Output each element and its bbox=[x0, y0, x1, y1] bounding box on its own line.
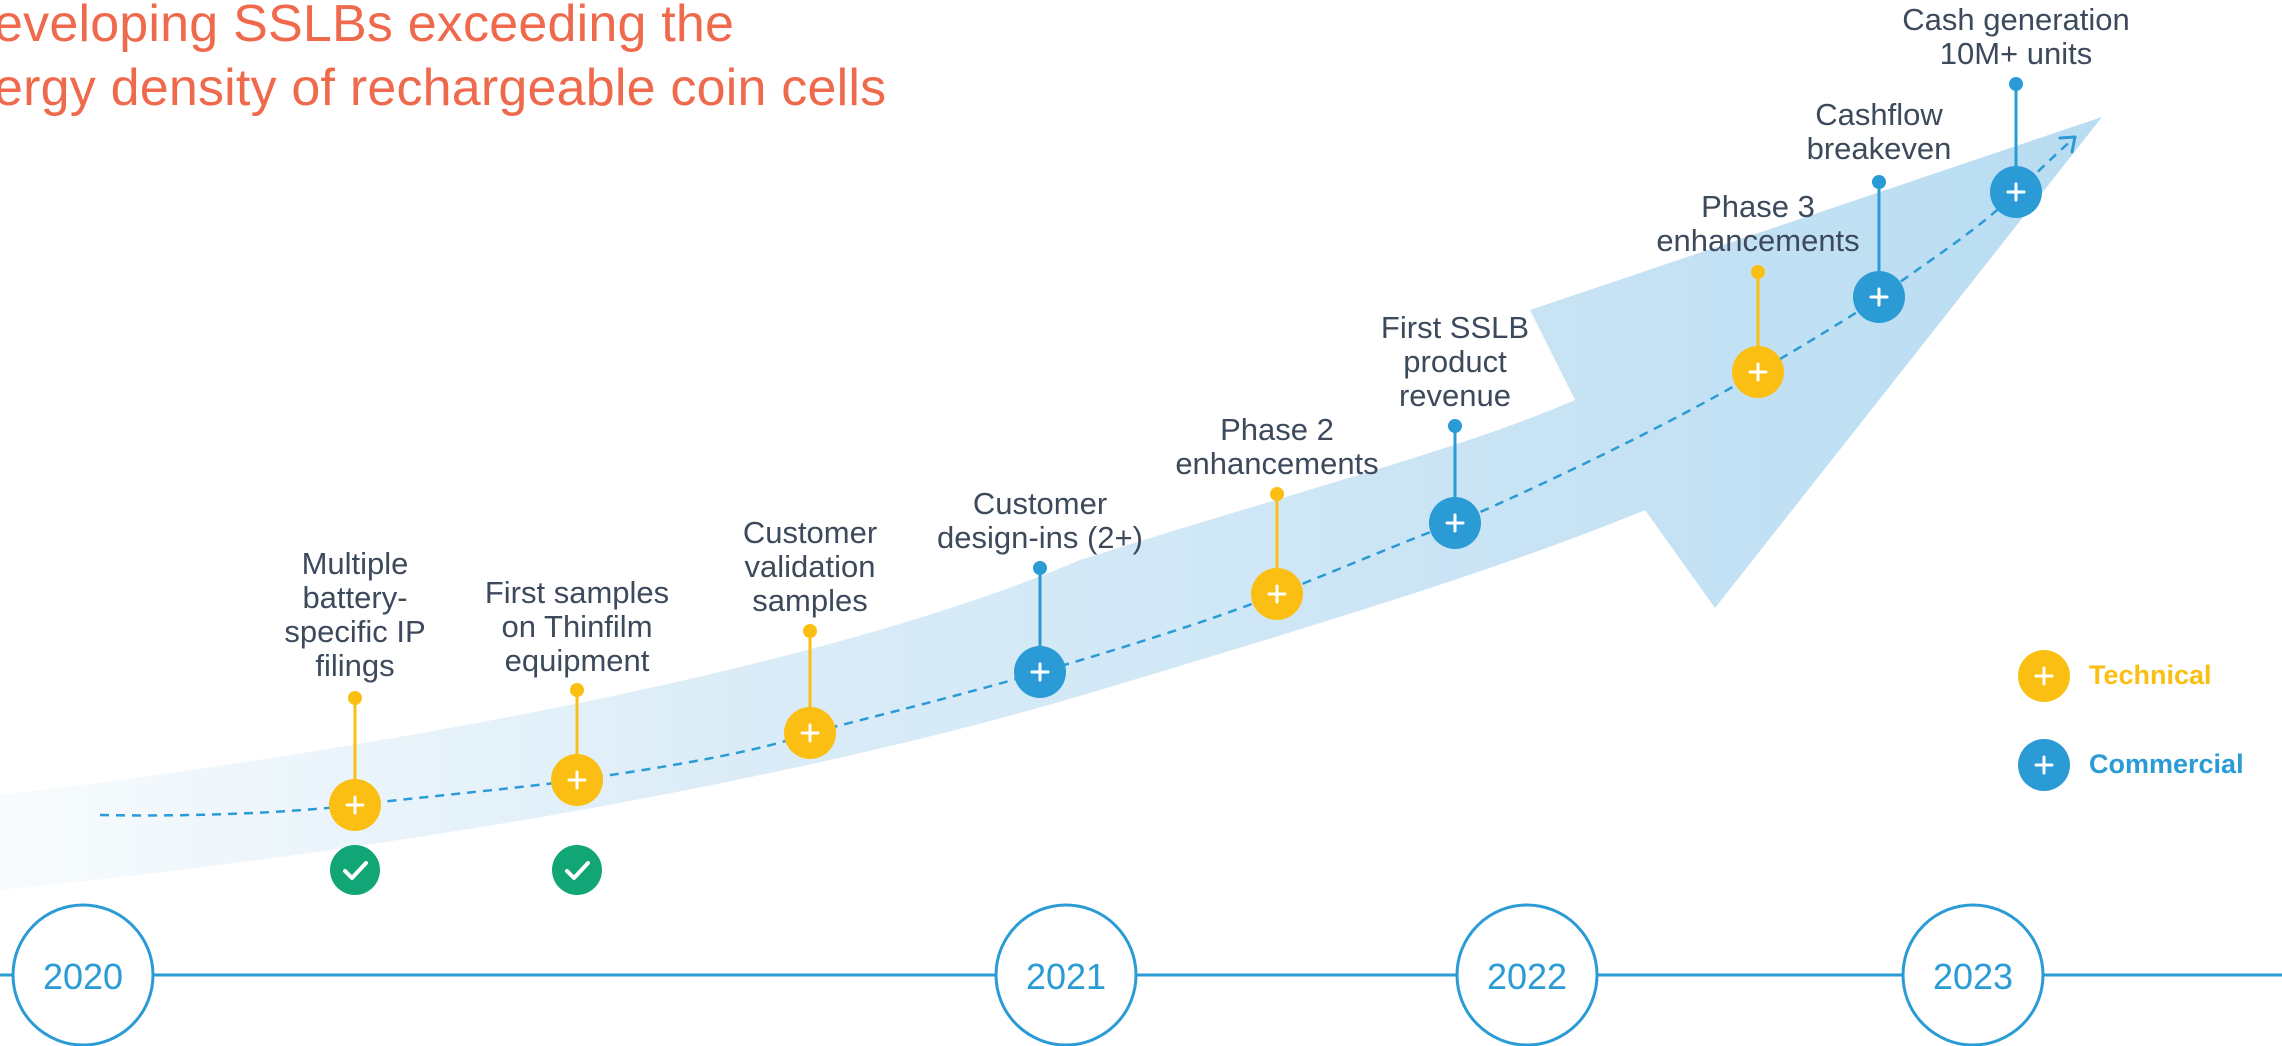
plus-icon bbox=[345, 795, 365, 815]
year-marker-circle bbox=[11, 903, 155, 1046]
technical-milestone-marker bbox=[1251, 568, 1303, 620]
year-label: 2020 bbox=[42, 956, 124, 997]
milestone-label-line: equipment bbox=[504, 643, 650, 678]
plus-icon bbox=[1267, 584, 1287, 604]
technical-milestone-marker bbox=[329, 779, 381, 831]
milestone-stem-dot bbox=[1751, 265, 1765, 279]
year-marker-circle bbox=[994, 903, 1138, 1046]
milestone-label-line: validation bbox=[744, 549, 876, 584]
legend-label-commercial: Commercial bbox=[2089, 749, 2244, 779]
check-circle bbox=[552, 845, 602, 895]
plus-icon bbox=[800, 723, 820, 743]
check-icon bbox=[343, 861, 368, 880]
milestone-label-line: Phase 2 bbox=[1220, 412, 1334, 447]
milestone-stem-dot bbox=[1270, 487, 1284, 501]
plus-icon bbox=[1869, 287, 1889, 307]
plus-icon bbox=[2034, 755, 2054, 775]
milestone-label-line: First SSLB bbox=[1380, 310, 1530, 345]
milestone-label-line: on Thinfilm bbox=[501, 609, 653, 644]
legend-label-technical: Technical bbox=[2089, 660, 2212, 690]
completed-check-badge bbox=[330, 845, 380, 895]
technical-milestone-marker bbox=[1732, 346, 1784, 398]
milestone-stem-dot bbox=[1033, 561, 1047, 575]
milestone-label-line: breakeven bbox=[1806, 131, 1952, 166]
year-marker-circle bbox=[1455, 903, 1599, 1046]
page-title-line-2: ergy density of rechargeable coin cells bbox=[0, 59, 887, 117]
technical-milestone-marker bbox=[784, 707, 836, 759]
check-icon bbox=[565, 861, 590, 880]
plus-icon bbox=[2006, 182, 2026, 202]
milestone-label-line: revenue bbox=[1398, 378, 1512, 413]
plus-icon bbox=[567, 770, 587, 790]
milestone-stem-dot bbox=[2009, 77, 2023, 91]
milestone-label-line: enhancements bbox=[1656, 223, 1860, 258]
commercial-milestone-marker bbox=[1014, 646, 1066, 698]
milestone-label-line: filings bbox=[315, 648, 395, 683]
milestone-label-line: specific IP bbox=[284, 614, 426, 649]
plus-icon bbox=[1748, 362, 1768, 382]
growth-arrow bbox=[0, 117, 2102, 890]
legend-commercial-swatch bbox=[2018, 739, 2070, 791]
page-title-line-1: eveloping SSLBs exceeding the bbox=[0, 0, 735, 53]
milestone-label-line: enhancements bbox=[1175, 446, 1379, 481]
commercial-milestone-marker bbox=[1429, 497, 1481, 549]
year-label: 2021 bbox=[1025, 956, 1107, 997]
technical-milestone-marker bbox=[551, 754, 603, 806]
year-marker-circle bbox=[1901, 903, 2045, 1046]
plus-icon bbox=[2034, 666, 2054, 686]
milestone-label-line: Customer bbox=[742, 515, 878, 550]
milestone-label-line: 10M+ units bbox=[1939, 36, 2093, 71]
commercial-milestone-marker bbox=[1990, 166, 2042, 218]
milestone-stem-dot bbox=[803, 624, 817, 638]
milestone-label-line: Multiple bbox=[301, 546, 409, 581]
timeline-arrowhead-icon bbox=[2058, 135, 2077, 154]
plus-icon bbox=[1030, 662, 1050, 682]
milestone-label-line: Phase 3 bbox=[1701, 189, 1815, 224]
milestone-label-line: samples bbox=[752, 583, 868, 618]
milestone-label-line: battery- bbox=[302, 580, 408, 615]
milestone-stem-dot bbox=[348, 691, 362, 705]
milestone-label-line: design-ins (2+) bbox=[937, 520, 1143, 555]
legend-technical-swatch bbox=[2018, 650, 2070, 702]
milestone-label-line: First samples bbox=[484, 575, 670, 610]
milestone-stem-dot bbox=[1448, 419, 1462, 433]
milestone-stem-dot bbox=[1872, 175, 1886, 189]
commercial-milestone-marker bbox=[1853, 271, 1905, 323]
milestone-label-line: product bbox=[1403, 344, 1507, 379]
milestone-label-line: Cashflow bbox=[1815, 97, 1943, 132]
year-label: 2022 bbox=[1486, 956, 1568, 997]
year-label: 2023 bbox=[1932, 956, 2014, 997]
check-circle bbox=[330, 845, 380, 895]
completed-check-badge bbox=[552, 845, 602, 895]
milestone-stem-dot bbox=[570, 683, 584, 697]
plus-icon bbox=[1445, 513, 1465, 533]
milestone-label-line: Cash generation bbox=[1902, 2, 2130, 37]
milestone-label-line: Customer bbox=[972, 486, 1108, 521]
